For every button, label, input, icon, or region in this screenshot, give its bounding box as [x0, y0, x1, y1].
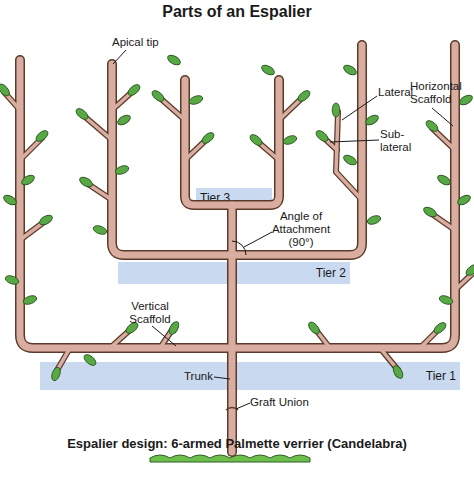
branch: [112, 45, 362, 255]
leaf: [438, 294, 454, 306]
angle-arc: [232, 241, 246, 255]
leaf: [2, 193, 18, 207]
leaf: [20, 173, 36, 187]
leaf: [342, 153, 358, 167]
branch-outline: [336, 112, 362, 200]
leaf: [422, 205, 438, 219]
leaf: [188, 94, 204, 106]
leaf: [342, 63, 358, 77]
branch-outline: [112, 45, 362, 255]
leaf: [364, 113, 380, 127]
branch: [279, 98, 302, 120]
leaf: [296, 89, 312, 104]
branch-structure: [4, 45, 474, 452]
branch-outline: [20, 45, 455, 348]
leaf: [332, 103, 340, 117]
leaf: [150, 89, 166, 104]
branch: [160, 98, 185, 120]
leaf: [458, 93, 474, 107]
leaf: [34, 129, 50, 144]
part-label: Apical tip: [112, 36, 192, 49]
branch-outline: [227, 205, 237, 452]
leaf: [248, 133, 264, 148]
branch-outline: [20, 222, 44, 240]
branch: [20, 45, 455, 348]
leaf: [92, 224, 108, 236]
leader-lines: [113, 50, 453, 410]
leaf: [4, 274, 20, 286]
leaf: [38, 213, 54, 227]
leaf: [456, 193, 472, 207]
part-label: Trunk: [184, 370, 224, 383]
branch: [185, 80, 279, 205]
leaf: [166, 53, 182, 67]
leaf: [432, 321, 448, 336]
leaf: [0, 82, 11, 98]
leaf: [307, 320, 322, 336]
leaf: [114, 164, 130, 176]
leaf-group: [0, 53, 474, 382]
part-label: Graft Union: [250, 396, 340, 409]
part-label: Vertical Scaffold: [112, 300, 188, 326]
leader-line: [152, 326, 176, 346]
leaf: [126, 83, 142, 98]
leader-line: [113, 50, 126, 64]
leaf: [200, 131, 216, 146]
part-label: Sub-lateral: [380, 128, 420, 154]
leaf: [464, 263, 474, 278]
leaf: [116, 113, 132, 127]
tier-label: Tier 2: [312, 266, 350, 280]
branch: [20, 222, 44, 240]
branch-outline: [84, 116, 112, 140]
diagram-caption: Espalier design: 6-armed Palmette verrie…: [60, 436, 414, 452]
leaf: [314, 129, 330, 144]
branch: [336, 112, 362, 200]
leaf: [260, 63, 276, 77]
leaf: [366, 214, 382, 226]
leader-line: [432, 108, 453, 126]
leader-line: [342, 96, 377, 120]
leaf: [282, 134, 298, 146]
leader-line: [330, 140, 379, 142]
part-label: Angle of Attachment (90°): [262, 210, 340, 249]
branch-outline: [160, 98, 185, 120]
tier-label: Tier 1: [422, 369, 460, 383]
branch-outline: [185, 80, 279, 205]
leaf: [436, 173, 452, 187]
branch: [229, 205, 236, 452]
part-label: Horizontal Scaffold: [410, 80, 474, 106]
leaf: [78, 175, 94, 189]
leaf: [22, 294, 38, 306]
leader-line: [236, 403, 250, 409]
diagram-title: Parts of an Espalier: [0, 3, 474, 21]
leaf: [424, 119, 440, 134]
branch: [84, 116, 112, 140]
leaf: [74, 107, 90, 122]
leader-line: [244, 232, 272, 247]
